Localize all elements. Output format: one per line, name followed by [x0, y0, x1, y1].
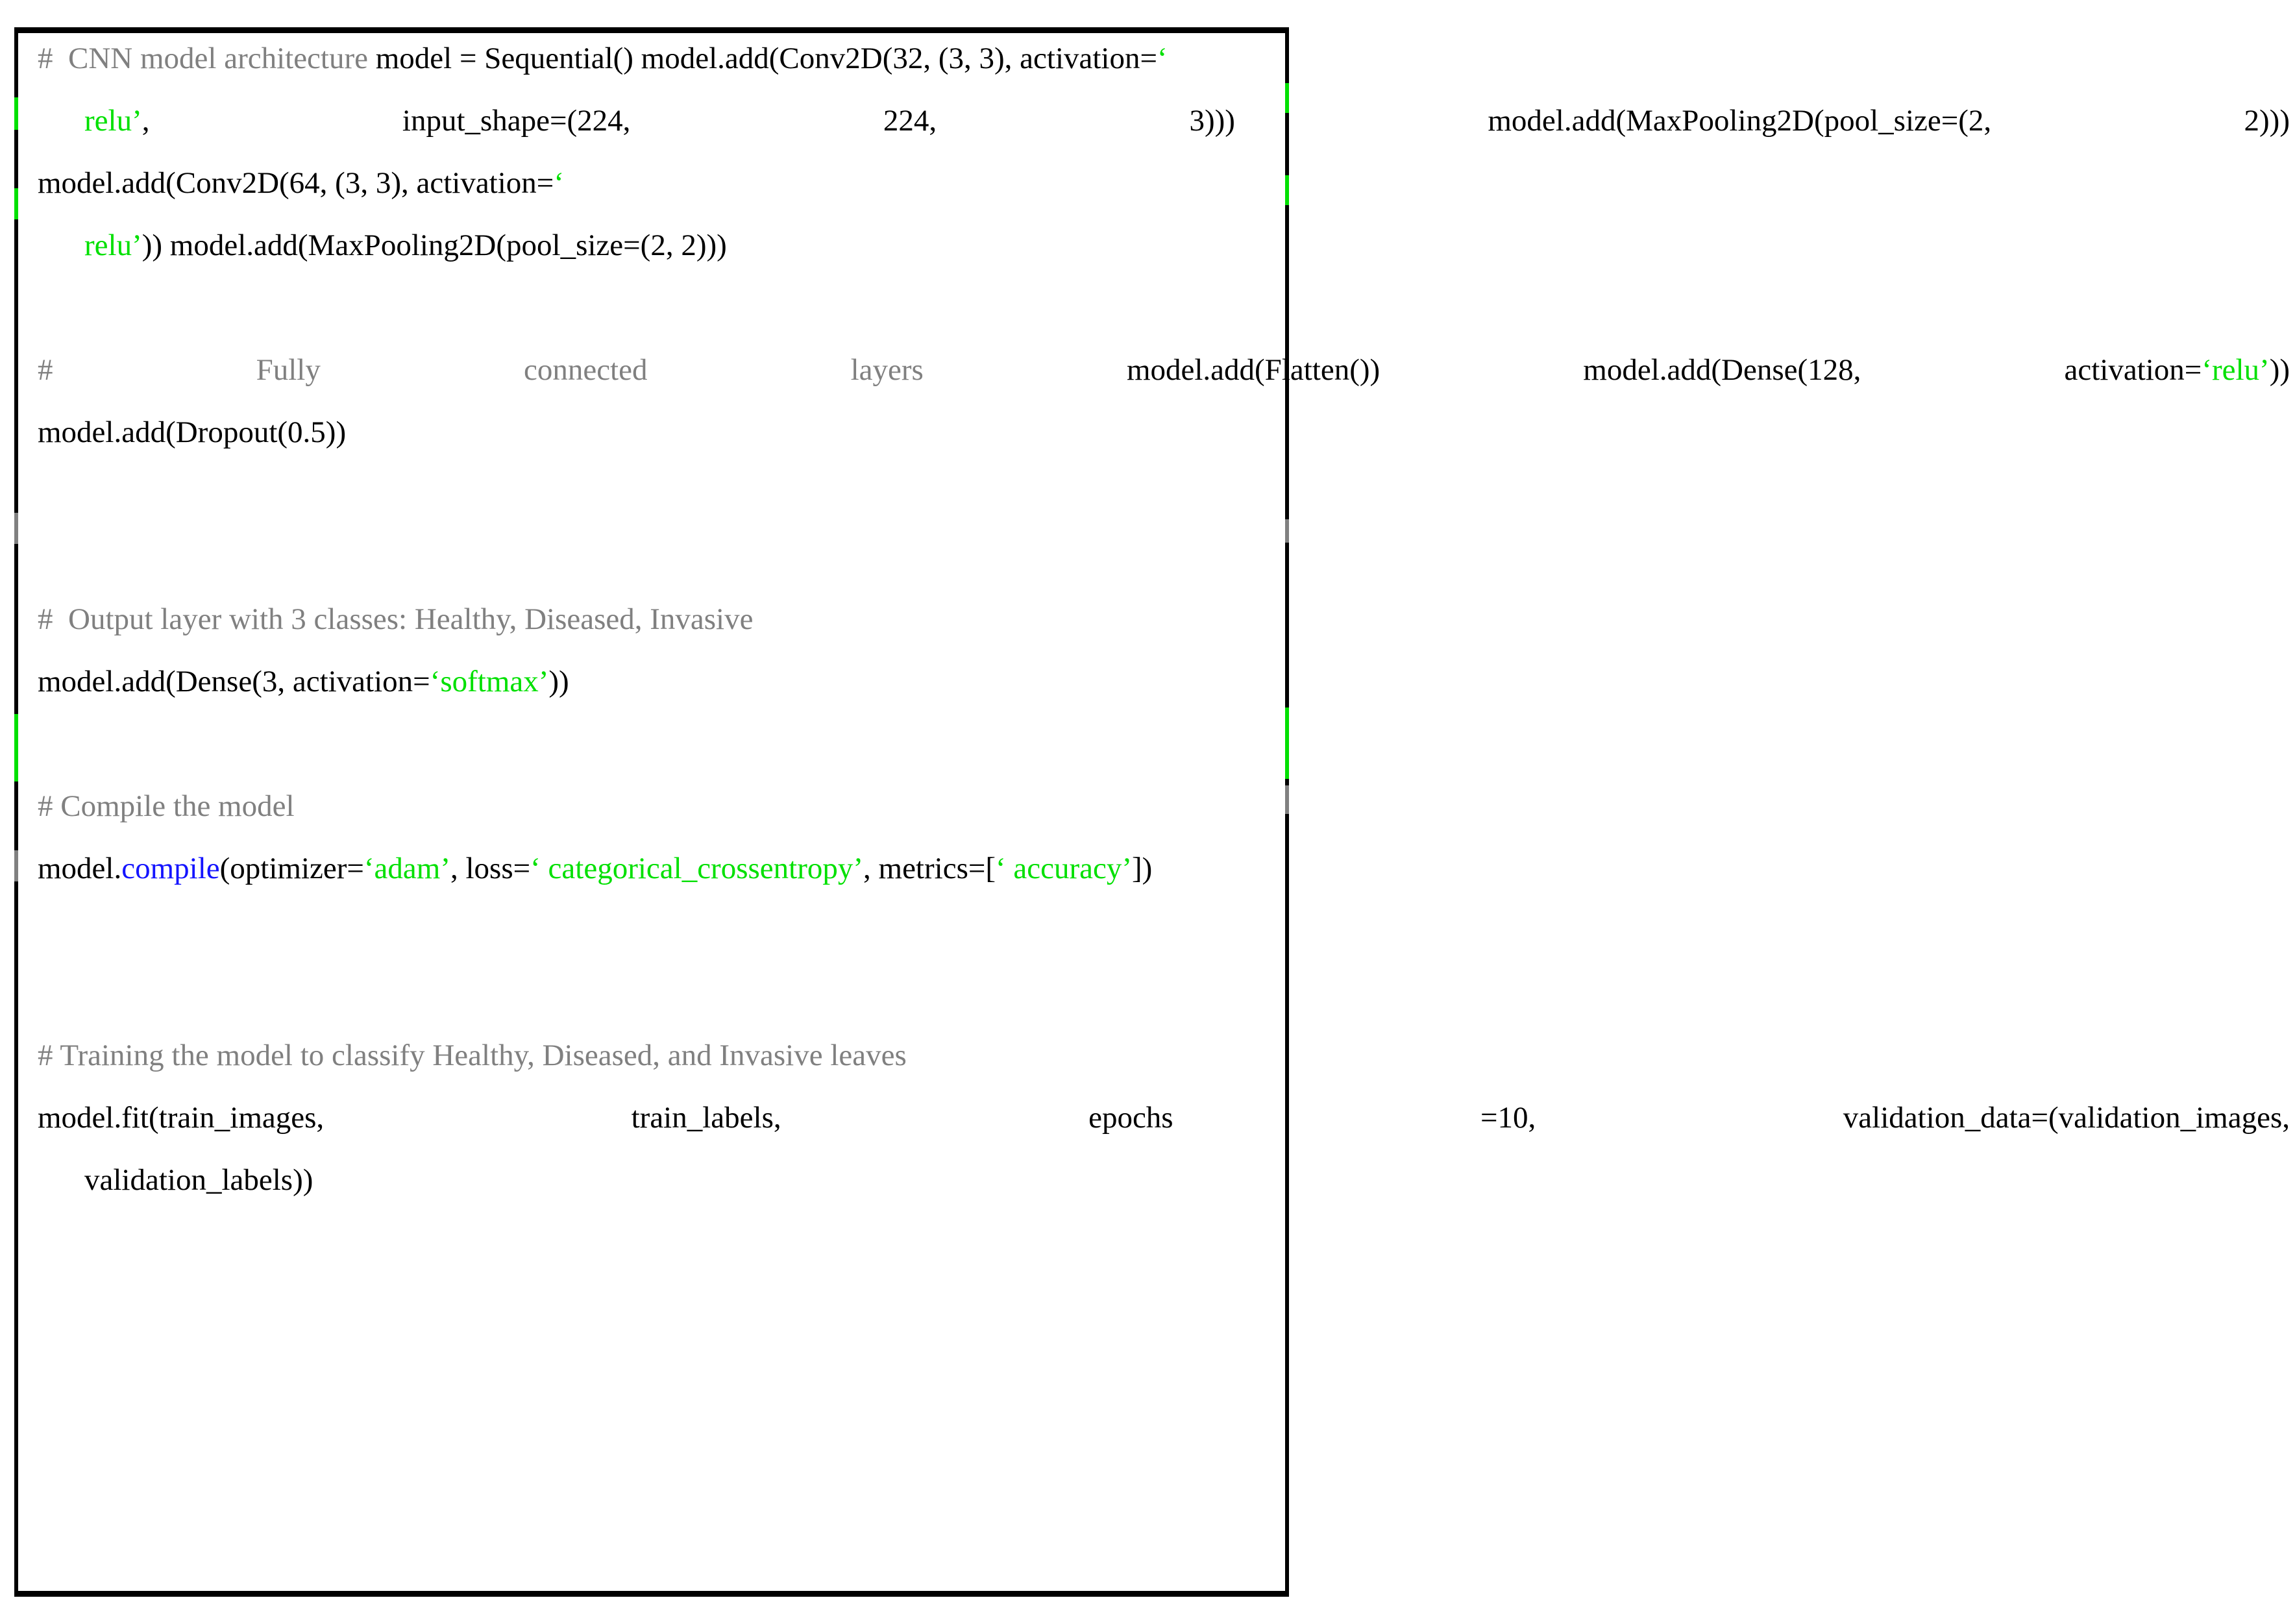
code-token-plain: model = Sequential() model.add(Conv2D(32… — [375, 42, 1157, 75]
code-line — [38, 526, 2290, 588]
code-token-string: ‘ — [554, 166, 564, 200]
code-token-comment: # Output layer with 3 classes: Healthy, … — [38, 602, 754, 636]
code-token-plain: , input_shape=(224, 224, 3))) model.add(… — [141, 104, 2290, 138]
code-token-plain: model.add(Flatten()) model.add(Dense(128… — [1126, 353, 2202, 387]
code-token-comment: # CNN model architecture — [38, 42, 376, 75]
left-rule-tint-green-3 — [14, 714, 18, 781]
code-token-string: ‘relu’ — [2202, 353, 2270, 387]
code-token-string: ‘ accuracy’ — [996, 852, 1133, 885]
code-token-string: relu’ — [84, 228, 142, 262]
code-token-plain: , loss= — [450, 852, 531, 885]
code-token-string: relu’ — [84, 104, 142, 138]
code-token-string: ‘ — [1157, 42, 1168, 75]
code-line: # Training the model to classify Healthy… — [38, 1024, 2290, 1087]
code-line — [38, 900, 2290, 962]
code-line: model.add(Dense(3, activation=‘softmax’)… — [38, 650, 2290, 713]
code-token-plain: validation_labels)) — [84, 1163, 313, 1197]
code-line: model.add(Dropout(0.5)) — [38, 401, 2290, 463]
outer-left-rule — [14, 27, 18, 1597]
code-token-string: ‘softmax’ — [430, 665, 549, 698]
code-line: relu’, input_shape=(224, 224, 3))) model… — [38, 90, 2290, 152]
code-line: model.add(Conv2D(64, (3, 3), activation=… — [38, 152, 2290, 214]
code-token-comment: # Fully connected layers — [38, 353, 1127, 387]
code-line: relu’)) model.add(MaxPooling2D(pool_size… — [38, 214, 2290, 277]
code-line: # CNN model architecture model = Sequent… — [38, 27, 2290, 90]
code-listing: # CNN model architecture model = Sequent… — [38, 27, 2290, 1211]
code-line — [38, 962, 2290, 1024]
code-token-function: compile — [121, 852, 220, 885]
code-line — [38, 277, 2290, 339]
code-line: # Compile the model — [38, 775, 2290, 837]
code-token-plain: model.add(Conv2D(64, (3, 3), activation= — [38, 166, 554, 200]
code-token-string: ‘adam’ — [363, 852, 450, 885]
code-token-plain: , metrics=[ — [863, 852, 996, 885]
code-line: model.fit(train_images, train_labels, ep… — [38, 1087, 2290, 1149]
code-line: model.compile(optimizer=‘adam’, loss=‘ c… — [38, 837, 2290, 900]
left-rule-tint-gray-1 — [14, 513, 18, 544]
code-token-comment: # Compile the model — [38, 789, 295, 823]
code-token-plain: (optimizer= — [219, 852, 364, 885]
code-token-plain: model.fit(train_images, train_labels, ep… — [38, 1101, 2290, 1135]
code-line: # Output layer with 3 classes: Healthy, … — [38, 588, 2290, 650]
code-line: validation_labels)) — [38, 1149, 2290, 1211]
code-line: # Fully connected layers model.add(Flatt… — [38, 339, 2290, 401]
left-rule-tint-green-2 — [14, 188, 18, 219]
code-token-plain: model.add(Dense(3, activation= — [38, 665, 430, 698]
left-rule-tint-gray-2 — [14, 850, 18, 881]
code-token-plain: ]) — [1132, 852, 1153, 885]
code-token-string: ‘ categorical_crossentropy’ — [530, 852, 864, 885]
code-token-plain: )) model.add(MaxPooling2D(pool_size=(2, … — [141, 228, 727, 262]
code-token-plain: )) — [548, 665, 569, 698]
code-token-plain: model. — [38, 852, 122, 885]
code-line — [38, 463, 2290, 526]
code-token-comment: # Training the model to classify Healthy… — [38, 1039, 907, 1072]
left-rule-tint-green-1 — [14, 97, 18, 130]
code-token-plain: model.add(Dropout(0.5)) — [38, 415, 347, 449]
code-line — [38, 713, 2290, 775]
code-token-plain: )) — [2269, 353, 2290, 387]
